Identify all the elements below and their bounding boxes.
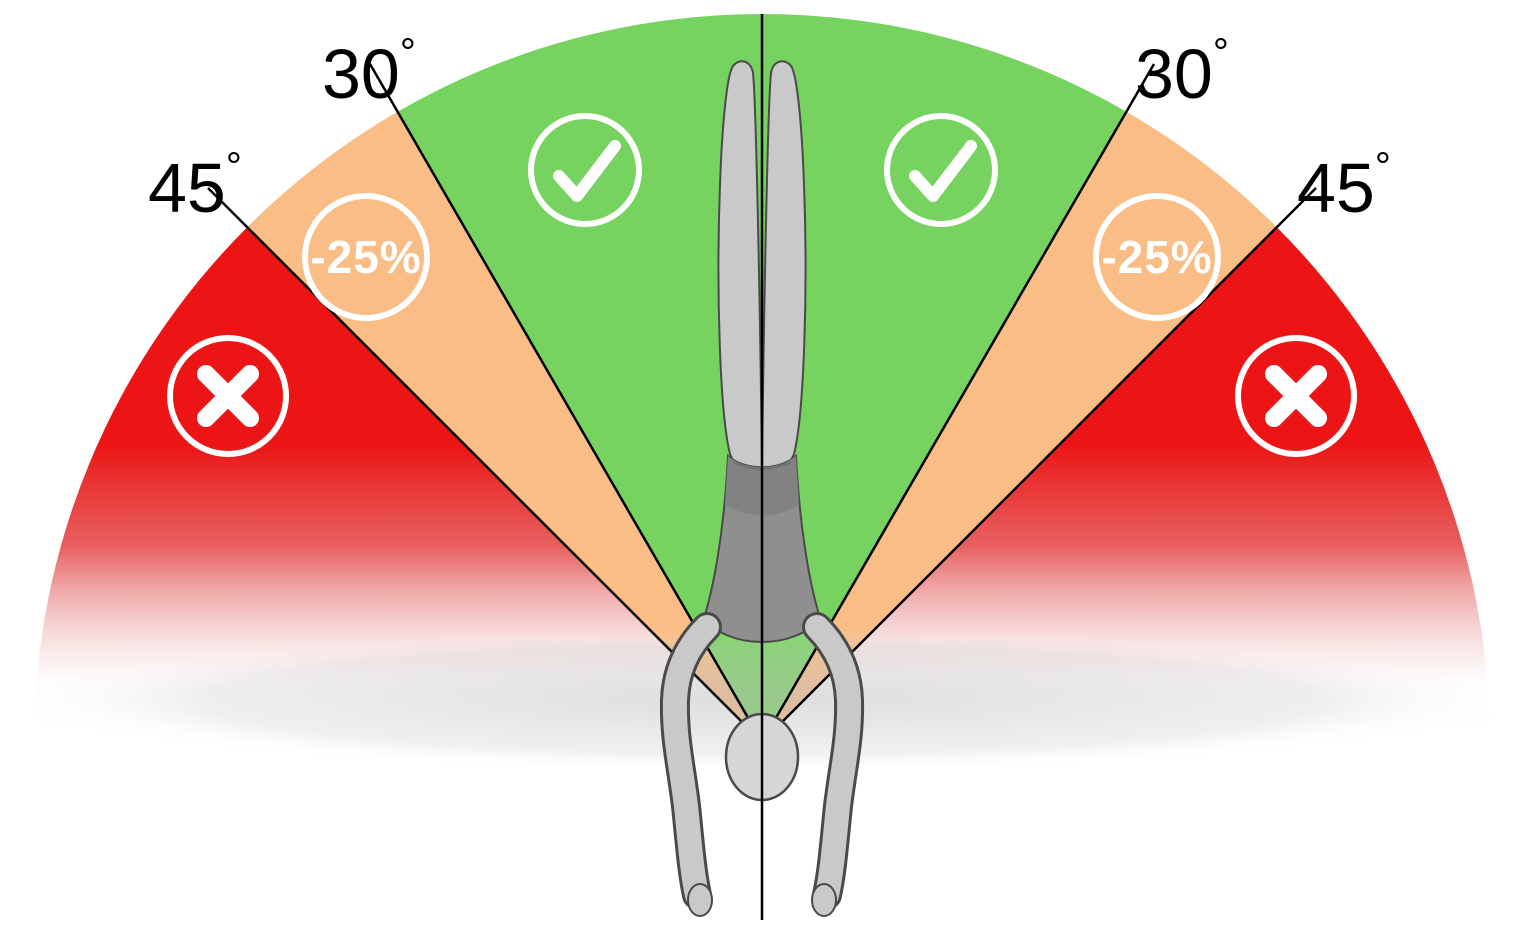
penalty-badge-left: -25%: [302, 193, 430, 321]
x-icon: [1265, 365, 1327, 427]
degree-symbol: °: [226, 145, 242, 189]
check-circle: [884, 113, 998, 227]
check-badge-left: [528, 113, 642, 227]
penalty-label: -25%: [310, 231, 421, 283]
angle-label-30-left: 30°: [322, 31, 416, 113]
line-45-left: [207, 187, 763, 743]
angle-value: 45: [1297, 149, 1375, 227]
x-badge-right: [1235, 335, 1357, 457]
penalty-circle: [302, 193, 430, 321]
check-icon: [553, 140, 621, 202]
person-leg-right: [760, 60, 807, 470]
person-arm-right: [805, 615, 862, 907]
angle-value: 30: [322, 35, 400, 113]
degree-symbol: °: [1213, 31, 1229, 75]
angle-value: 45: [148, 149, 226, 227]
angle-label-30-right: 30°: [1135, 31, 1229, 113]
x-icon: [197, 365, 259, 427]
person-arm-left: [662, 615, 719, 907]
penalty-badge-right: -25%: [1093, 193, 1221, 321]
degree-symbol: °: [1375, 145, 1391, 189]
penalty-circle: [1093, 193, 1221, 321]
check-icon: [909, 140, 977, 202]
x-circle: [167, 335, 289, 457]
angle-label-45-right: 45°: [1297, 145, 1391, 227]
x-circle: [1235, 335, 1357, 457]
person-hand-right: [811, 883, 837, 917]
person-leg-left: [717, 60, 764, 470]
angle-value: 30: [1135, 35, 1213, 113]
line-45-right: [761, 187, 1317, 743]
orange-zone-right: [762, 111, 1277, 742]
angle-label-45-left: 45°: [148, 145, 242, 227]
check-badge-right: [884, 113, 998, 227]
orange-zone-left: [247, 111, 762, 742]
person-figure: [659, 60, 865, 917]
person-hand-left: [687, 883, 713, 917]
x-badge-left: [167, 335, 289, 457]
check-circle: [528, 113, 642, 227]
penalty-label: -25%: [1101, 231, 1212, 283]
red-zone-right: [762, 227, 1490, 742]
degree-symbol: °: [400, 31, 416, 75]
red-zone-left: [33, 227, 762, 742]
